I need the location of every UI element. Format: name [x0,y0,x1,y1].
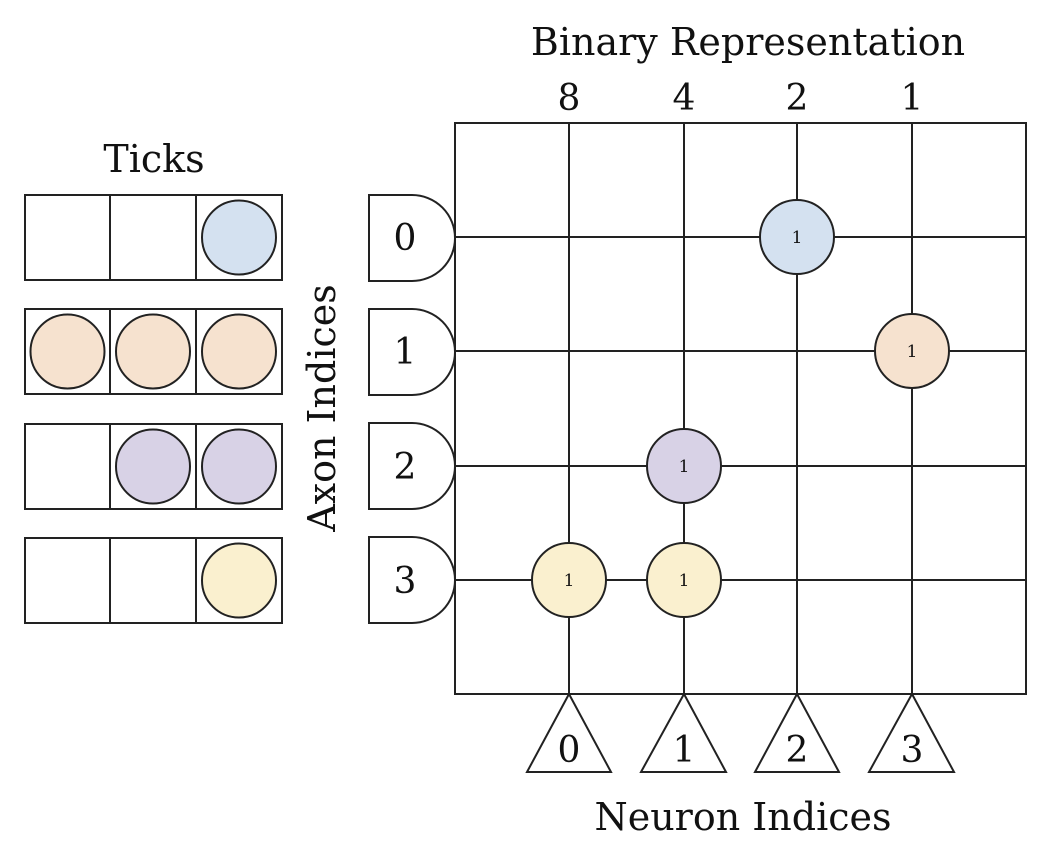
tick-spike [29,313,106,390]
synapse-layer: 1 1 1 1 1 [531,199,950,618]
neuron-index-label: 3 [901,730,924,771]
synapse-node: 1 [646,542,722,618]
binary-weight-label: 8 [558,78,581,119]
tick-row-3-box [24,537,283,624]
axon-index-label: 3 [394,561,417,602]
axon-input-0 [368,194,456,282]
axon-inputs [368,194,456,624]
synapse-circle [646,542,722,618]
tick-grid [24,194,283,624]
tick-spike [201,428,277,505]
axon-input-1 [368,308,456,396]
tick-row-2-box [24,423,283,510]
synapse-weight-label: 1 [564,571,575,591]
axon-input-2 [368,422,456,510]
tick-spike [201,313,277,390]
binary-weight-labels: 8 4 2 1 [558,78,924,119]
synapse-weight-label: 1 [679,457,690,477]
tick-spike [201,542,277,619]
binary-weight-label: 4 [673,78,696,119]
synapse-weight-label: 1 [679,571,690,591]
neuron-index-label: 2 [786,730,809,771]
tick-spike [115,313,191,390]
neuron-index-label: 0 [558,730,581,771]
synapse-node: 1 [874,313,950,389]
crossbar-border [454,122,1027,695]
ticks-title: Ticks [103,137,204,181]
neuron-index-label: 1 [673,730,696,771]
axon-index-label: 0 [394,218,417,259]
neuron-output-1 [639,691,728,773]
synapse-weight-label: 1 [907,342,918,362]
axon-index-labels: 0 1 2 3 [394,218,417,602]
tick-row-1-box [24,308,283,395]
tick-spike [201,199,277,276]
synapse-node: 1 [646,428,722,504]
synapse-circle [874,313,950,389]
neuron-outputs [525,691,956,773]
synapse-circle [646,428,722,504]
synapse-circle [759,199,835,275]
synapse-node: 1 [759,199,835,275]
neuron-indices-title: Neuron Indices [594,795,891,839]
tick-spike [115,428,191,505]
binary-weight-label: 2 [786,78,809,119]
axon-input-3 [368,536,456,624]
binary-representation-title: Binary Representation [531,20,965,64]
tick-row-0-box [24,194,283,281]
axon-indices-title: Axon Indices [300,284,344,533]
neuron-output-0 [525,691,613,773]
synapse-node: 1 [531,542,607,618]
synapse-weight-label: 1 [792,228,803,248]
neuron-output-2 [753,691,841,773]
tick-spike-layer [29,199,277,619]
crossbar-grid [454,122,1027,695]
axon-index-label: 2 [394,447,417,488]
axon-index-label: 1 [394,332,417,373]
synapse-circle [531,542,607,618]
binary-weight-label: 1 [901,78,924,119]
neuron-index-labels: 0 1 2 3 [558,730,924,771]
neuron-output-3 [867,691,956,773]
